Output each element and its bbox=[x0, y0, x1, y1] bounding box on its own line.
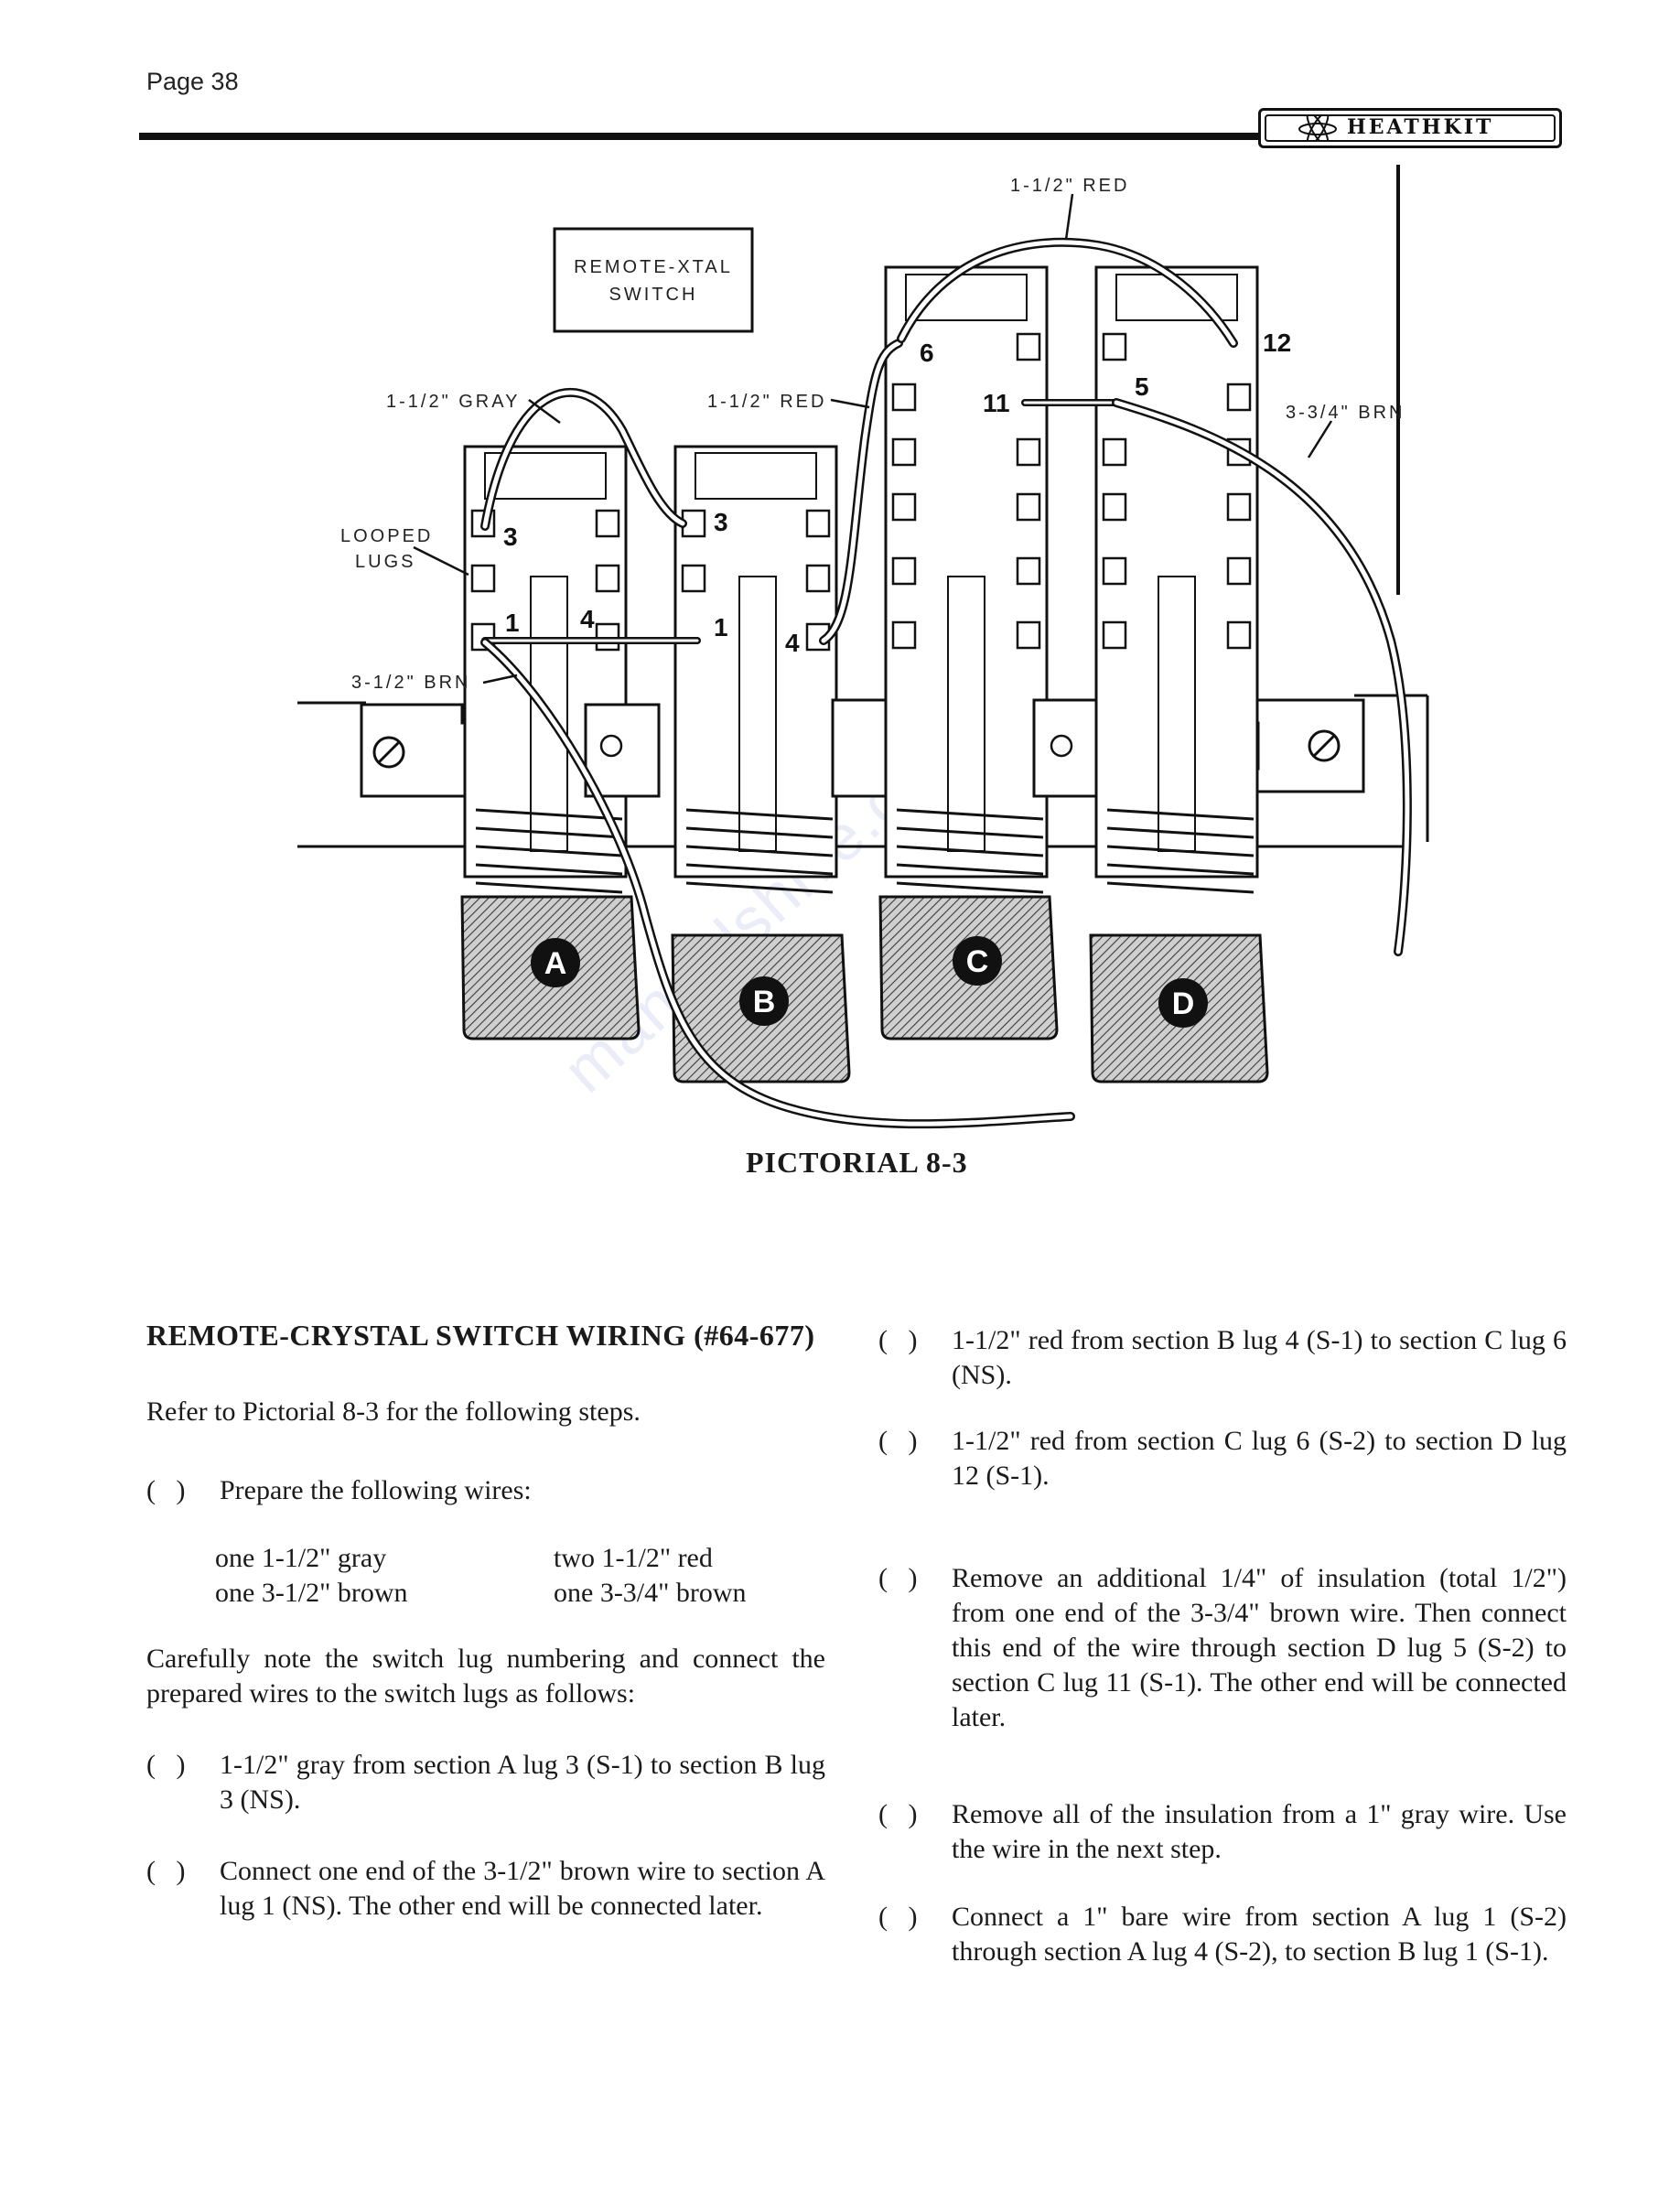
step-prepare: ( ) Prepare the following wires: bbox=[146, 1473, 825, 1508]
lug-b1: 1 bbox=[714, 613, 728, 641]
note-text: Carefully note the switch lug numbering … bbox=[146, 1644, 825, 1709]
step-brown-long: ( ) Remove an additional 1/4" of insulat… bbox=[878, 1561, 1567, 1735]
section-d-label: D bbox=[1172, 986, 1195, 1021]
lug-c6: 6 bbox=[920, 339, 934, 367]
pushbutton-c: C bbox=[878, 895, 1059, 1040]
lug-c11: 11 bbox=[983, 389, 1010, 417]
step-red-wire-1: ( ) 1-1/2" red from section B lug 4 (S-1… bbox=[878, 1323, 1567, 1393]
figure-caption: PICTORIAL 8-3 bbox=[746, 1146, 968, 1179]
section-heading: REMOTE-CRYSTAL SWITCH WIRING (#64-677) bbox=[146, 1319, 815, 1352]
callout-gray: 1-1/2" GRAY bbox=[386, 392, 520, 412]
step-text: Remove an additional 1/4" of insulation … bbox=[952, 1563, 1567, 1732]
wires bbox=[480, 237, 1412, 1129]
wire-list-col2: two 1-1/2" red one 3-3/4" brown bbox=[554, 1541, 892, 1611]
pushbutton-b: B bbox=[671, 933, 851, 1083]
lug-d12: 12 bbox=[1263, 329, 1291, 357]
wire-list: one 1-1/2" gray one 3-1/2" brown two 1-1… bbox=[215, 1541, 825, 1611]
checkbox[interactable]: ( ) bbox=[146, 1750, 186, 1780]
heathkit-logo: HEATHKIT bbox=[1258, 108, 1562, 148]
step-text: Connect one end of the 3-1/2" brown wire… bbox=[220, 1856, 825, 1921]
step-strip-gray: ( ) Remove all of the insulation from a … bbox=[878, 1797, 1567, 1867]
checkbox[interactable]: ( ) bbox=[878, 1325, 918, 1355]
wire-item: one 3-1/2" brown bbox=[215, 1578, 408, 1608]
switch-label-line2: SWITCH bbox=[609, 285, 698, 305]
callout-looped-1: LOOPED bbox=[340, 526, 433, 546]
step-red-wire-2: ( ) 1-1/2" red from section C lug 6 (S-2… bbox=[878, 1424, 1567, 1493]
switch-section-d bbox=[1094, 265, 1259, 879]
checkbox[interactable]: ( ) bbox=[146, 1475, 186, 1505]
checkbox[interactable]: ( ) bbox=[878, 1426, 918, 1456]
callout-red-top: 1-1/2" RED bbox=[1010, 176, 1129, 196]
step-text: Remove all of the insulation from a 1" g… bbox=[952, 1799, 1567, 1864]
step-text: 1-1/2" red from section C lug 6 (S-2) to… bbox=[952, 1426, 1567, 1491]
checkbox[interactable]: ( ) bbox=[878, 1563, 918, 1593]
atom-icon bbox=[1298, 116, 1337, 142]
wire-list-col1: one 1-1/2" gray one 3-1/2" brown bbox=[215, 1541, 554, 1611]
brand-name: HEATHKIT bbox=[1347, 115, 1494, 139]
lug-a4: 4 bbox=[580, 605, 595, 633]
switch-section-c bbox=[884, 265, 1100, 879]
step-text: Prepare the following wires: bbox=[220, 1475, 532, 1505]
pushbutton-d: D bbox=[1089, 933, 1269, 1083]
section-b-label: B bbox=[753, 985, 776, 1019]
page-number: Page 38 bbox=[146, 68, 239, 95]
springs bbox=[475, 808, 1255, 894]
right-column: ( ) 1-1/2" red from section B lug 4 (S-1… bbox=[878, 1323, 1567, 1969]
pictorial-diagram: REMOTE-XTAL SWITCH bbox=[297, 165, 1429, 1129]
callout-red-mid: 1-1/2" RED bbox=[707, 392, 826, 412]
mounting-bracket-left bbox=[360, 703, 473, 798]
lug-d5: 5 bbox=[1135, 372, 1149, 401]
checkbox[interactable]: ( ) bbox=[146, 1856, 186, 1886]
lug-a1: 1 bbox=[505, 609, 520, 637]
lug-b4: 4 bbox=[785, 629, 800, 657]
callout-brn-left: 3-1/2" BRN bbox=[351, 673, 470, 693]
checkbox[interactable]: ( ) bbox=[878, 1902, 918, 1932]
mounting-bracket-right bbox=[1247, 698, 1365, 793]
wire-item: one 1-1/2" gray bbox=[215, 1543, 387, 1573]
switch-label-line1: REMOTE-XTAL bbox=[574, 257, 733, 277]
lug-a3: 3 bbox=[503, 523, 518, 551]
step-bare-wire: ( ) Connect a 1" bare wire from section … bbox=[878, 1900, 1567, 1969]
switch-label-box: REMOTE-XTAL SWITCH bbox=[553, 227, 754, 333]
wire-item: two 1-1/2" red bbox=[554, 1543, 713, 1573]
step-gray-wire: ( ) 1-1/2" gray from section A lug 3 (S-… bbox=[146, 1748, 825, 1817]
wire-item: one 3-3/4" brown bbox=[554, 1578, 747, 1608]
left-column: REMOTE-CRYSTAL SWITCH WIRING (#64-677) R… bbox=[146, 1318, 825, 1924]
step-text: 1-1/2" gray from section A lug 3 (S-1) t… bbox=[220, 1750, 825, 1815]
section-c-label: C bbox=[966, 944, 989, 979]
header-rule bbox=[139, 133, 1265, 140]
intro-text: Refer to Pictorial 8-3 for the following… bbox=[146, 1396, 641, 1427]
section-a-label: A bbox=[544, 946, 567, 981]
lug-b3: 3 bbox=[714, 508, 728, 536]
step-text: 1-1/2" red from section B lug 4 (S-1) to… bbox=[952, 1325, 1567, 1390]
checkbox[interactable]: ( ) bbox=[878, 1799, 918, 1829]
pushbutton-a: A bbox=[460, 895, 641, 1040]
step-brown-wire: ( ) Connect one end of the 3-1/2" brown … bbox=[146, 1854, 825, 1924]
step-text: Connect a 1" bare wire from section A lu… bbox=[952, 1902, 1567, 1967]
callout-brn-right: 3-3/4" BRN bbox=[1286, 403, 1405, 423]
callout-looped-2: LUGS bbox=[355, 552, 415, 572]
